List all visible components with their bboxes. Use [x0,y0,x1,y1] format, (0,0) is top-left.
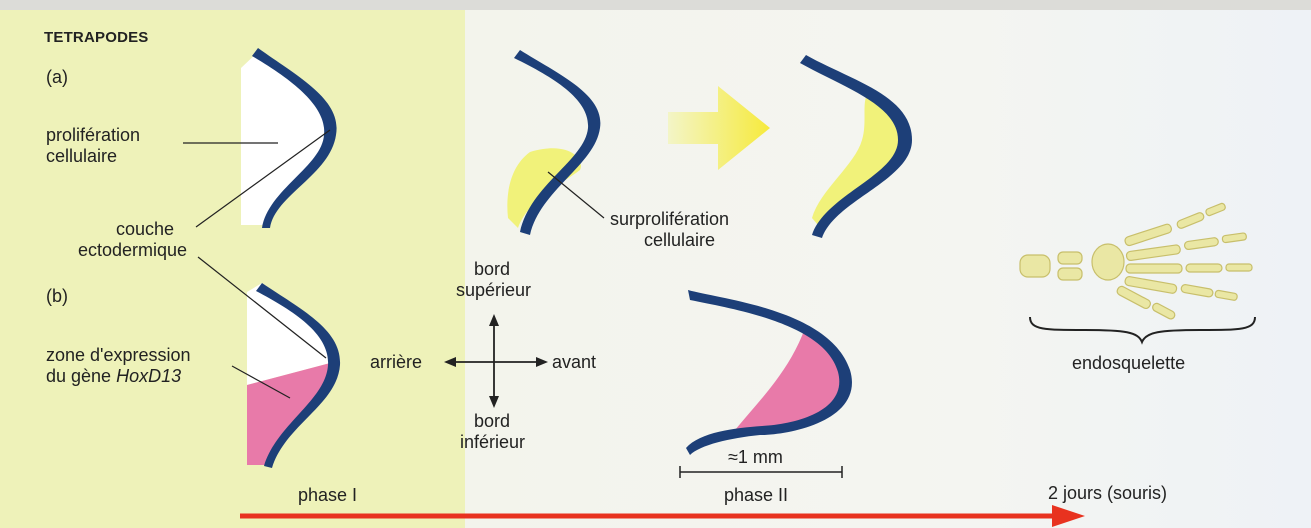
expression-zone-label-line1: zone d'expression [46,344,191,366]
ectoderm-label-line1: couche [116,218,174,240]
axis-right-label: avant [552,351,596,373]
endoskeleton-hand [1020,203,1252,321]
endoskeleton-label: endosquelette [1072,352,1185,374]
diagram-title: TETRAPODES [44,27,149,49]
duration-label: 2 jours (souris) [1048,482,1167,504]
phase-two-label: phase II [724,484,788,506]
proliferation-label-line2: cellulaire [46,145,117,167]
surproliferation-label-line2: cellulaire [644,229,715,251]
axis-top-label-line1: bord [474,258,510,280]
timeline-arrow [240,505,1085,527]
expression-zone-label-line2: du gène HoxD13 [46,365,181,387]
panel-a-label: (a) [46,66,68,88]
axis-bottom-label-line2: inférieur [460,431,525,453]
endoskeleton-brace [1030,317,1255,342]
ectoderm-label-line2: ectodermique [78,239,187,261]
growth-arrow [668,86,770,170]
expression-prefix: du gène [46,366,116,386]
phase-one-label: phase I [298,484,357,506]
scale-label: ≈1 mm [728,446,783,468]
axis-bottom-label-line1: bord [474,410,510,432]
orientation-axes [444,314,548,408]
surproliferation-label-line1: surprolifération [610,208,729,230]
proliferation-label-line1: prolifération [46,124,140,146]
axis-top-label-line2: supérieur [456,279,531,301]
gene-name: HoxD13 [116,366,181,386]
axis-left-label: arrière [370,351,422,373]
panel-b-label: (b) [46,285,68,307]
